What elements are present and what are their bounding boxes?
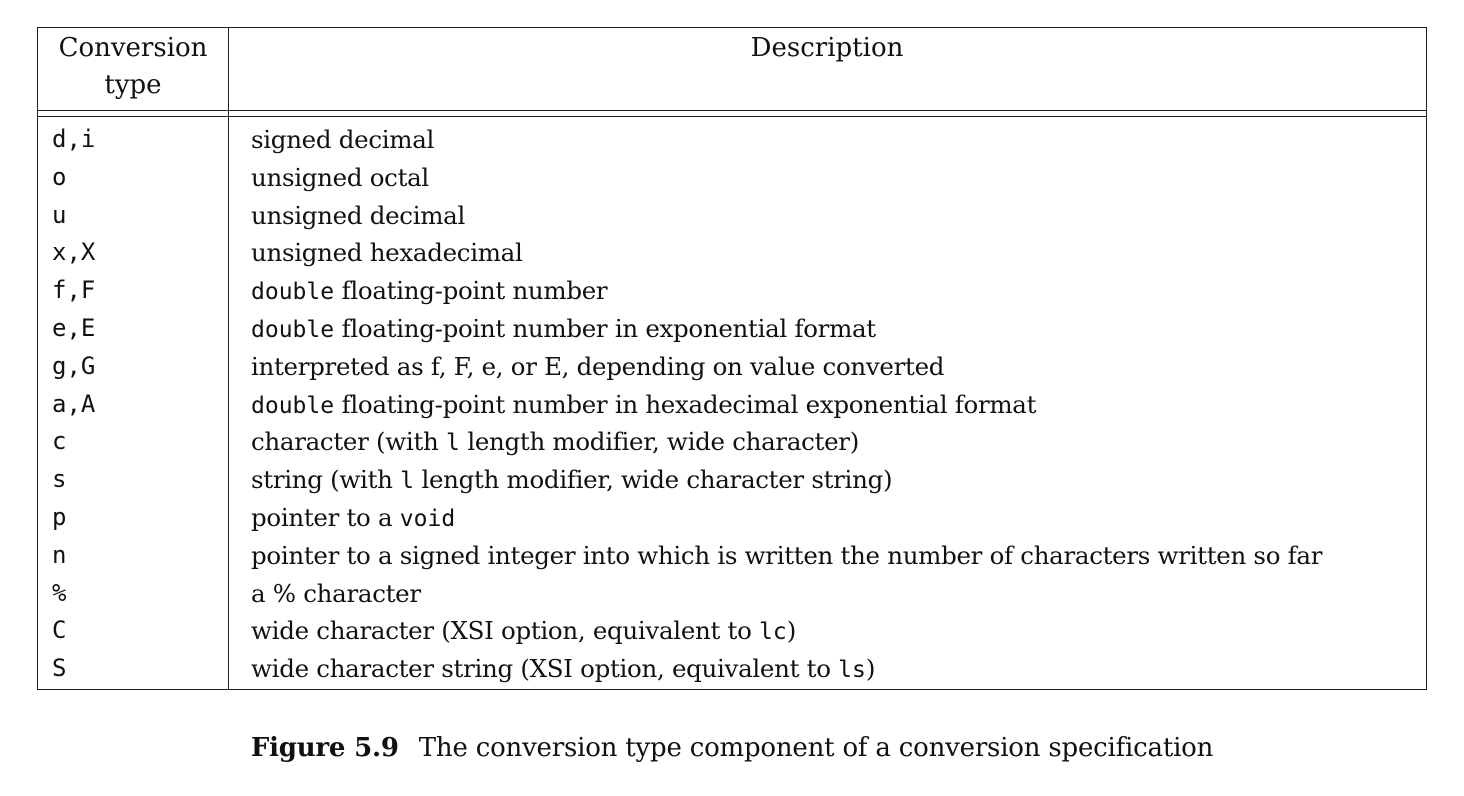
text-fragment: wide character (XSI option, equivalent t… bbox=[251, 616, 760, 646]
description-cell: unsigned hexadecimal bbox=[251, 234, 1421, 272]
conversion-type-cell: C bbox=[52, 616, 67, 645]
text-fragment: interpreted as f, F, e, or E, depending … bbox=[251, 351, 945, 381]
text-fragment: floating-point number in hexadecimal exp… bbox=[334, 389, 1037, 419]
table-row: f,F double floating-point number bbox=[38, 272, 1426, 310]
text-fragment: wide character string (XSI option, equiv… bbox=[251, 654, 839, 684]
text-fragment: pointer to a signed integer into which i… bbox=[251, 540, 1323, 570]
header-conversion-type: Conversion type bbox=[38, 28, 228, 104]
description-cell: pointer to a signed integer into which i… bbox=[251, 537, 1421, 575]
conversion-type-cell: c bbox=[52, 427, 67, 456]
table-row: p pointer to a void bbox=[38, 499, 1426, 537]
table-row: a,A double floating-point number in hexad… bbox=[38, 386, 1426, 424]
header-rule-top bbox=[38, 110, 1426, 111]
table-row: c character (with l length modifier, wide… bbox=[38, 423, 1426, 461]
text-fragment: pointer to a bbox=[251, 502, 400, 532]
table-header: Conversion type Description bbox=[38, 28, 1426, 117]
conversion-type-cell: S bbox=[52, 654, 67, 683]
text-fragment: unsigned decimal bbox=[251, 200, 466, 230]
description-cell: double floating-point number in hexadeci… bbox=[251, 386, 1421, 426]
figure-caption: Figure 5.9 The conversion type component … bbox=[0, 728, 1464, 768]
code-fragment: double bbox=[251, 316, 335, 343]
figure-caption-text: The conversion type component of a conve… bbox=[418, 733, 1214, 763]
conversion-type-cell: g,G bbox=[52, 351, 96, 380]
description-cell: unsigned octal bbox=[251, 159, 1421, 197]
conversion-type-cell: s bbox=[52, 465, 67, 494]
code-fragment: double bbox=[251, 392, 335, 419]
text-fragment: ) bbox=[786, 616, 797, 646]
text-fragment: floating-point number bbox=[334, 276, 608, 306]
table-row: % a % character bbox=[38, 575, 1426, 613]
text-fragment: signed decimal bbox=[251, 125, 435, 154]
description-cell: double floating-point number in exponent… bbox=[251, 310, 1421, 350]
description-cell: a % character bbox=[251, 575, 1421, 613]
table-row: u unsigned decimal bbox=[38, 197, 1426, 235]
text-fragment: unsigned hexadecimal bbox=[251, 238, 523, 268]
table-row: g,G interpreted as f, F, e, or E, dependi… bbox=[38, 348, 1426, 386]
conversion-type-cell: o bbox=[52, 162, 67, 191]
conversion-type-cell: n bbox=[52, 540, 67, 569]
text-fragment: string (with bbox=[251, 465, 401, 495]
description-cell: character (with l length modifier, wide … bbox=[251, 423, 1421, 463]
text-fragment: character (with bbox=[251, 427, 446, 457]
column-divider bbox=[228, 28, 229, 689]
text-fragment: length modifier, wide character) bbox=[459, 427, 859, 457]
description-cell: wide character (XSI option, equivalent t… bbox=[251, 612, 1421, 652]
conversion-type-cell: a,A bbox=[52, 389, 96, 418]
header-rule-bottom bbox=[38, 116, 1426, 117]
conversion-type-cell: x,X bbox=[52, 238, 96, 267]
conversion-type-cell: e,E bbox=[52, 313, 96, 342]
code-fragment: void bbox=[399, 505, 456, 532]
figure-label: Figure 5.9 bbox=[250, 733, 399, 763]
table-row: o unsigned octal bbox=[38, 159, 1426, 197]
description-cell: string (with l length modifier, wide cha… bbox=[251, 461, 1421, 501]
code-fragment: double bbox=[251, 279, 335, 306]
code-fragment: lc bbox=[759, 619, 787, 646]
conversion-type-cell: d,i bbox=[52, 125, 96, 153]
header-conversion-line2: type bbox=[104, 70, 162, 100]
code-fragment: l bbox=[445, 430, 460, 457]
table-body: d,i signed decimal o unsigned octal u unsigne… bbox=[38, 121, 1426, 688]
description-cell: unsigned decimal bbox=[251, 197, 1421, 235]
conversion-type-cell: f,F bbox=[52, 276, 96, 305]
header-description: Description bbox=[750, 33, 904, 63]
description-cell: interpreted as f, F, e, or E, depending … bbox=[251, 348, 1421, 386]
text-fragment: floating-point number in exponential for… bbox=[334, 313, 877, 343]
description-cell: pointer to a void bbox=[251, 499, 1421, 539]
table-row: d,i signed decimal bbox=[38, 121, 1426, 159]
description-cell: signed decimal bbox=[251, 121, 1421, 159]
description-cell: wide character string (XSI option, equiv… bbox=[251, 650, 1421, 690]
conversion-type-cell: % bbox=[52, 578, 67, 607]
description-cell: double floating-point number bbox=[251, 272, 1421, 312]
text-fragment: ) bbox=[865, 654, 876, 684]
table-row: e,E double floating-point number in expon… bbox=[38, 310, 1426, 348]
table-row: x,X unsigned hexadecimal bbox=[38, 234, 1426, 272]
code-fragment: ls bbox=[838, 657, 866, 684]
text-fragment: a % character bbox=[251, 578, 421, 608]
code-fragment: l bbox=[400, 468, 414, 495]
table-row: n pointer to a signed integer into which … bbox=[38, 537, 1426, 575]
conversion-type-table: Conversion type Description d,i signed de… bbox=[37, 27, 1427, 690]
conversion-type-cell: u bbox=[52, 200, 67, 229]
text-fragment: length modifier, wide character string) bbox=[413, 465, 893, 495]
table-row: s string (with l length modifier, wide ch… bbox=[38, 461, 1426, 499]
text-fragment: unsigned octal bbox=[251, 162, 429, 192]
header-conversion-line1: Conversion bbox=[58, 33, 208, 63]
conversion-type-cell: p bbox=[52, 502, 67, 531]
